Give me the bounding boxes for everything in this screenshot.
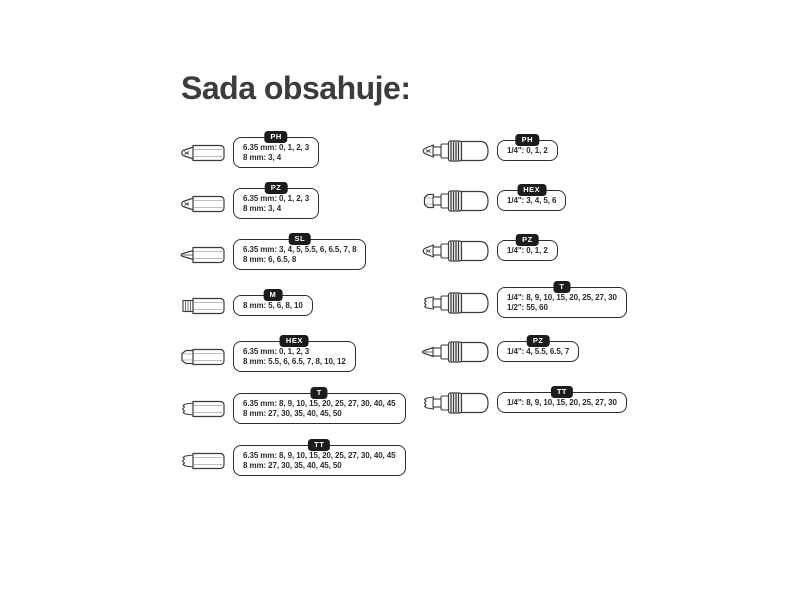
phillips-socket-bit-icon: [420, 137, 490, 165]
size-line: 1/2": 55, 60: [507, 303, 548, 312]
size-box: PZ 1/4": 0, 1, 2: [497, 234, 558, 261]
size-line: 8 mm: 27, 30, 35, 40, 45, 50: [243, 409, 342, 418]
hex-socket-bit-icon: [420, 187, 490, 215]
size-box: T 6.35 mm: 8, 9, 10, 15, 20, 25, 27, 30,…: [233, 387, 406, 424]
size-box: HEX 6.35 mm: 0, 1, 2, 3 8 mm: 5.5, 6, 6.…: [233, 335, 356, 372]
size-line: 8 mm: 27, 30, 35, 40, 45, 50: [243, 461, 342, 470]
hex-bit-icon: [178, 346, 226, 368]
pozidriv-bit-icon: [178, 193, 226, 215]
size-line: 1/4": 8, 9, 10, 15, 20, 25, 27, 30: [507, 293, 617, 302]
bit-row: TT 6.35 mm: 8, 9, 10, 15, 20, 25, 27, 30…: [178, 439, 406, 476]
type-badge: TT: [308, 439, 331, 451]
phillips-bit-icon: [178, 142, 226, 164]
pozidriv-socket-bit-icon: [420, 237, 490, 265]
size-line: 6.35 mm: 0, 1, 2, 3: [243, 143, 310, 152]
type-badge: T: [310, 387, 328, 399]
type-badge: PH: [264, 131, 288, 143]
type-badge: M: [263, 289, 283, 301]
size-line: 6.35 mm: 8, 9, 10, 15, 20, 25, 27, 30, 4…: [243, 451, 396, 460]
size-line: 1/4": 8, 9, 10, 15, 20, 25, 27, 30: [507, 398, 617, 407]
bit-row: PZ 1/4": 0, 1, 2: [420, 234, 558, 262]
torx-tamper-bit-icon: [178, 450, 226, 472]
type-badge: PH: [515, 134, 540, 146]
torx-bit-icon: [178, 398, 226, 420]
size-box: PZ 6.35 mm: 0, 1, 2, 3 8 mm: 3, 4: [233, 182, 320, 219]
size-box: PH 6.35 mm: 0, 1, 2, 3 8 mm: 3, 4: [233, 131, 320, 168]
bit-row: T 6.35 mm: 8, 9, 10, 15, 20, 25, 27, 30,…: [178, 387, 406, 424]
type-badge: PZ: [264, 182, 288, 194]
size-line: 6.35 mm: 8, 9, 10, 15, 20, 25, 27, 30, 4…: [243, 399, 396, 408]
bit-row: PH 1/4": 0, 1, 2: [420, 134, 558, 162]
slotted-bit-icon: [178, 244, 226, 266]
torx-socket-bit-icon: [420, 289, 490, 317]
torx-tamper-socket-bit-icon: [420, 389, 490, 417]
spline-bit-icon: [178, 295, 226, 317]
size-line: 8 mm: 6, 6.5, 8: [243, 255, 297, 264]
size-box: T 1/4": 8, 9, 10, 15, 20, 25, 27, 30 1/2…: [497, 281, 627, 318]
bit-row: M 8 mm: 5, 6, 8, 10: [178, 289, 313, 317]
bit-row: HEX 6.35 mm: 0, 1, 2, 3 8 mm: 5.5, 6, 6.…: [178, 335, 356, 372]
size-line: 1/4": 4, 5.5, 6.5, 7: [507, 347, 570, 356]
bit-row: HEX 1/4": 3, 4, 5, 6: [420, 184, 567, 212]
bit-row: PZ 1/4": 4, 5.5, 6.5, 7: [420, 335, 580, 363]
bit-row: PZ 6.35 mm: 0, 1, 2, 3 8 mm: 3, 4: [178, 182, 320, 219]
type-badge: T: [553, 281, 571, 293]
size-box: HEX 1/4": 3, 4, 5, 6: [497, 184, 567, 211]
size-line: 6.35 mm: 0, 1, 2, 3: [243, 347, 310, 356]
bit-row: T 1/4": 8, 9, 10, 15, 20, 25, 27, 30 1/2…: [420, 281, 627, 318]
size-box: PH 1/4": 0, 1, 2: [497, 134, 558, 161]
size-line: 1/4": 3, 4, 5, 6: [507, 196, 557, 205]
type-badge: HEX: [517, 184, 547, 196]
size-line: 8 mm: 5.5, 6, 6.5, 7, 8, 10, 12: [243, 357, 346, 366]
size-box: TT 6.35 mm: 8, 9, 10, 15, 20, 25, 27, 30…: [233, 439, 406, 476]
size-box: SL 6.35 mm: 3, 4, 5, 5.5, 6, 6.5, 7, 8 8…: [233, 233, 367, 270]
size-line: 6.35 mm: 0, 1, 2, 3: [243, 194, 310, 203]
size-box: TT 1/4": 8, 9, 10, 15, 20, 25, 27, 30: [497, 386, 627, 413]
size-line: 1/4": 0, 1, 2: [507, 146, 548, 155]
size-line: 8 mm: 5, 6, 8, 10: [243, 301, 303, 310]
type-badge: TT: [550, 386, 573, 398]
size-line: 8 mm: 3, 4: [243, 153, 282, 162]
size-line: 8 mm: 3, 4: [243, 204, 282, 213]
slotted-socket-bit-icon: [420, 338, 490, 366]
size-line: 1/4": 0, 1, 2: [507, 246, 548, 255]
page-title: Sada obsahuje:: [181, 70, 411, 106]
bit-row: SL 6.35 mm: 3, 4, 5, 5.5, 6, 6.5, 7, 8 8…: [178, 233, 367, 270]
bit-row: PH 6.35 mm: 0, 1, 2, 3 8 mm: 3, 4: [178, 131, 320, 168]
size-line: 6.35 mm: 3, 4, 5, 5.5, 6, 6.5, 7, 8: [243, 245, 357, 254]
size-box: M 8 mm: 5, 6, 8, 10: [233, 289, 313, 316]
bit-row: TT 1/4": 8, 9, 10, 15, 20, 25, 27, 30: [420, 386, 627, 414]
type-badge: SL: [288, 233, 312, 245]
type-badge: PZ: [516, 234, 539, 246]
size-box: PZ 1/4": 4, 5.5, 6.5, 7: [497, 335, 580, 362]
type-badge: HEX: [279, 335, 309, 347]
type-badge: PZ: [526, 335, 550, 347]
